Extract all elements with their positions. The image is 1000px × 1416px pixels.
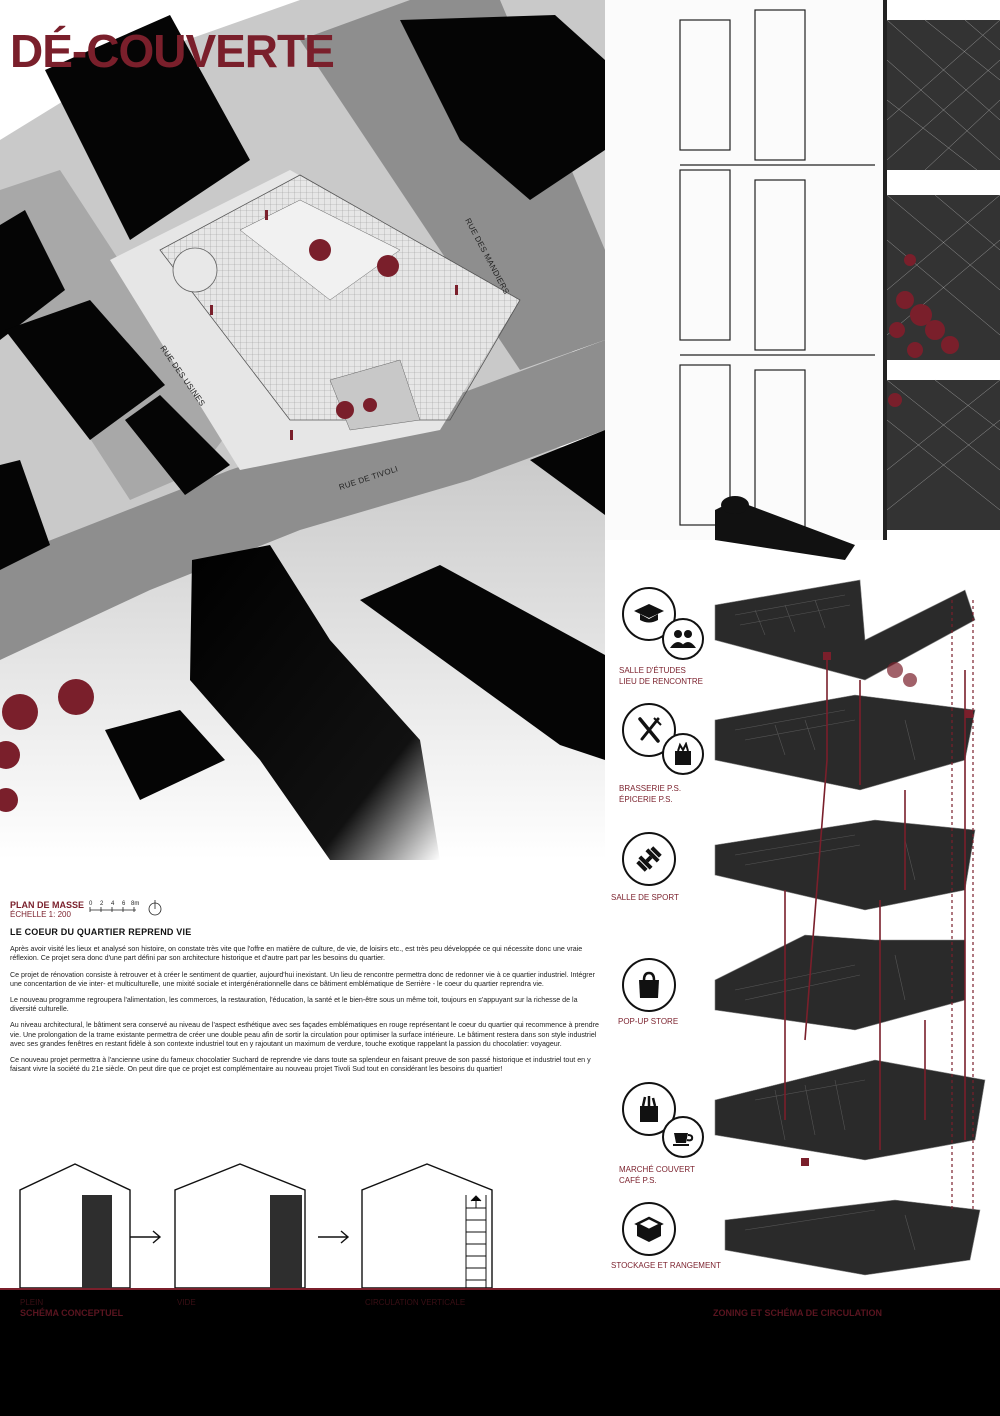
description-text: LE COEUR DU QUARTIER REPREND VIE Après a…	[10, 927, 600, 1081]
north-arrow-icon	[148, 900, 162, 916]
dumbbell-icon	[622, 832, 676, 886]
footer-label-vide: VIDE	[177, 1298, 196, 1307]
zone-label-line: MARCHÉ COUVERT	[619, 1165, 695, 1174]
scale-tick-label: 4	[111, 901, 115, 907]
zone-label-sport: SALLE DE SPORT	[611, 892, 731, 903]
house-vide	[174, 1163, 306, 1288]
people-icon	[662, 618, 704, 660]
road-tivoli	[0, 340, 605, 660]
ladder	[465, 1195, 487, 1288]
red-accents	[210, 210, 458, 440]
building-block	[125, 395, 230, 495]
description-heading: LE COEUR DU QUARTIER REPREND VIE	[10, 927, 192, 937]
zone-label-brasserie: BRASSERIE P.S. ÉPICERIE P.S.	[619, 783, 739, 805]
box-icon	[622, 1202, 676, 1256]
plan-legend-title: PLAN DE MASSE	[10, 900, 85, 910]
building-block	[190, 545, 440, 860]
arrow-icon	[130, 1230, 350, 1244]
scale-tick-label: 0	[89, 901, 93, 907]
footer-label-circulation: CIRCULATION VERTICALE	[365, 1298, 466, 1307]
zone-label-market: MARCHÉ COUVERT CAFÉ P.S.	[619, 1164, 739, 1186]
building-block	[530, 430, 605, 515]
graduation-cap-icon	[622, 587, 676, 641]
description-paragraph: Ce nouveau projet permettra à l'ancienne…	[10, 1056, 591, 1074]
round-tower	[172, 247, 218, 293]
facade-view	[605, 0, 1000, 560]
footer-concept-title: SCHÉMA CONCEPTUEL	[20, 1308, 124, 1318]
poster-title: DÉ-COUVERTE	[10, 25, 335, 77]
site-plan: RUE DES USINES RUE DES MANDIERS RUE DE T…	[0, 0, 605, 860]
description-paragraph: Au niveau architectural, le bâtiment ser…	[10, 1021, 599, 1048]
zone-label-line: BRASSERIE P.S.	[619, 784, 682, 793]
zoning-axonometry	[714, 579, 986, 1276]
footer-label-plein: PLEIN	[20, 1298, 44, 1307]
zone-label-line: SALLE DE SPORT	[611, 893, 679, 902]
red-plants	[887, 662, 917, 687]
level-partitions	[734, 594, 916, 1251]
grocery-bag-icon	[662, 733, 704, 775]
concept-diagram	[19, 1163, 493, 1288]
building-block	[45, 15, 250, 240]
house-plein	[19, 1163, 131, 1288]
building-block	[105, 710, 225, 800]
level-2	[714, 694, 976, 791]
coffee-cup-icon	[662, 1116, 704, 1158]
circulation-lines	[784, 655, 966, 1150]
plan-legend: PLAN DE MASSE ÉCHELLE 1: 200	[10, 900, 84, 919]
footer-bar: PLEIN VIDE CIRCULATION VERTICALE SCHÉMA …	[0, 1288, 1000, 1416]
level-floors	[714, 579, 986, 1276]
zone-label-line: STOCKAGE ET RANGEMENT	[611, 1261, 721, 1270]
zone-label-line: CAFÉ P.S.	[619, 1176, 657, 1185]
footer-zoning-title: ZONING ET SCHÉMA DE CIRCULATION	[713, 1308, 882, 1318]
description-paragraph: Après avoir visité les lieux et analysé …	[10, 945, 583, 963]
zone-label-storage: STOCKAGE ET RANGEMENT	[611, 1260, 731, 1271]
level-6	[724, 1199, 981, 1276]
building-block	[0, 460, 50, 570]
zone-label-popup: POP-UP STORE	[618, 1016, 738, 1027]
description-paragraph: Ce projet de rénovation consiste à retro…	[10, 970, 595, 988]
dome-pavilion	[715, 496, 855, 560]
description-paragraph: Le nouveau programme regroupera l'alimen…	[10, 996, 578, 1014]
level-1	[714, 579, 976, 681]
red-plants	[888, 254, 959, 407]
red-trees	[0, 239, 399, 812]
zone-label-line: SALLE D'ÉTUDES	[619, 666, 686, 675]
zone-label-study: SALLE D'ÉTUDES LIEU DE RENCONTRE	[619, 665, 739, 687]
building-block	[360, 565, 605, 760]
zone-label-line: ÉPICERIE P.S.	[619, 795, 673, 804]
building-block	[5, 300, 165, 440]
scale-tick-label: 2	[100, 901, 104, 907]
scale-tick-label: 8m	[131, 901, 139, 907]
scale-tick-label: 6	[122, 901, 126, 907]
level-3	[714, 819, 976, 911]
zone-label-line: POP-UP STORE	[618, 1017, 679, 1026]
house-circulation	[361, 1163, 493, 1288]
building-block	[400, 15, 605, 200]
level-4	[714, 934, 966, 1031]
zone-label-line: LIEU DE RENCONTRE	[619, 677, 704, 686]
red-accents	[801, 652, 973, 1166]
level-5	[714, 1059, 986, 1161]
building-block	[0, 210, 65, 340]
plan-legend-scale: ÉCHELLE 1: 200	[10, 910, 71, 919]
mesh-panels	[887, 20, 1000, 530]
scale-bar: 0 2 4 6 8m	[89, 900, 162, 916]
fork-knife-icon	[622, 703, 676, 757]
shopping-bag-icon	[622, 958, 676, 1012]
